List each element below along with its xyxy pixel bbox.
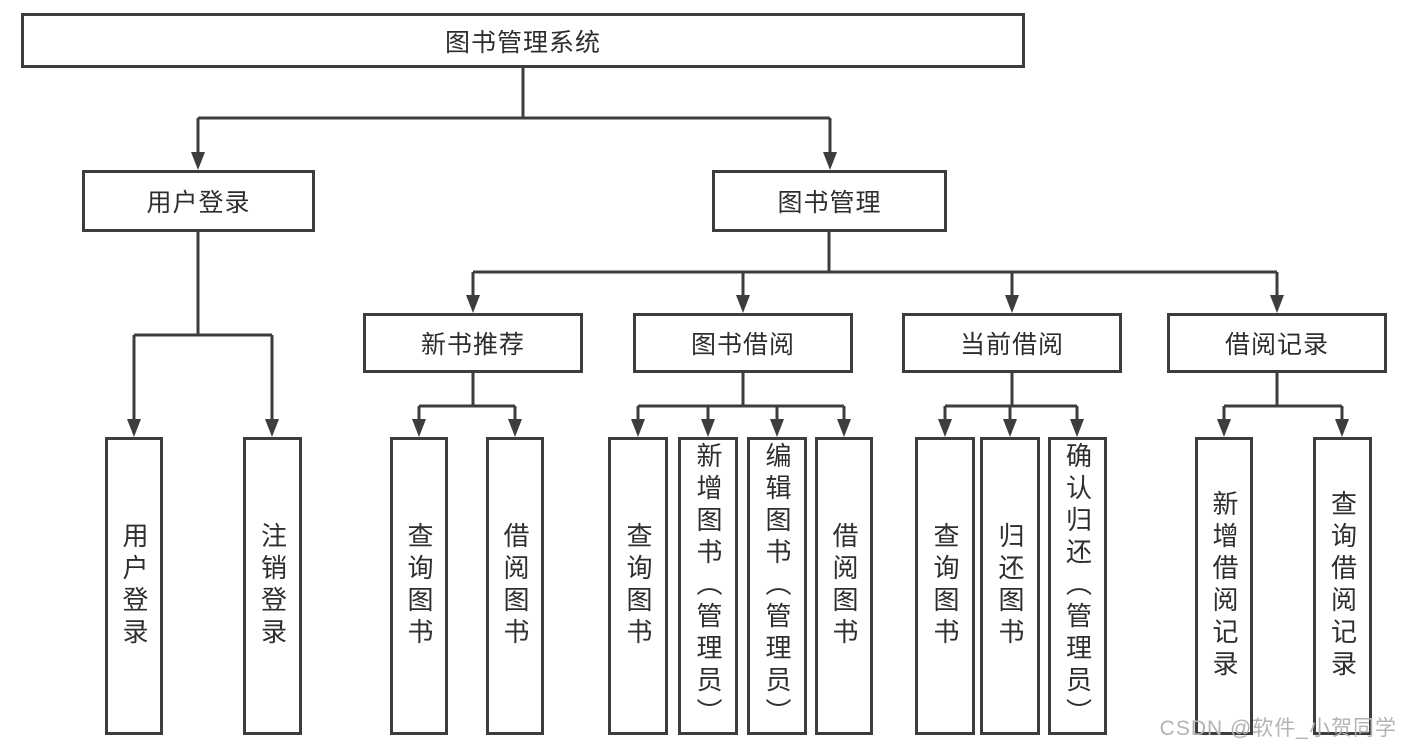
leaf-edit-book-admin-label: 编辑图书（管理员） <box>762 442 792 730</box>
node-root: 图书管理系统 <box>21 13 1025 68</box>
connector-root-to-level2 <box>196 68 832 153</box>
connector-newbook-to-leaves <box>417 373 517 420</box>
node-new-book-recommend: 新书推荐 <box>363 313 583 373</box>
leaf-borrow-books-1-label: 借阅图书 <box>500 522 530 650</box>
leaf-borrow-books-2: 借阅图书 <box>815 437 873 735</box>
leaf-add-book-admin: 新增图书（管理员） <box>678 437 738 735</box>
connector-records-to-leaves <box>1222 373 1344 420</box>
node-user-login-label: 用户登录 <box>146 189 251 217</box>
leaf-add-book-admin-label: 新增图书（管理员） <box>693 442 723 730</box>
leaf-logout-label: 注销登录 <box>257 522 288 650</box>
node-book-borrow: 图书借阅 <box>633 313 853 373</box>
leaf-query-borrow-record: 查询借阅记录 <box>1313 437 1372 735</box>
node-new-book-recommend-label: 新书推荐 <box>420 331 525 359</box>
node-current-borrow: 当前借阅 <box>902 313 1122 373</box>
leaf-confirm-return-admin: 确认归还（管理员） <box>1048 437 1107 735</box>
connector-bookborrow-to-leaves <box>636 373 846 420</box>
csdn-watermark: CSDN @软件_小贺同学 <box>1159 717 1397 740</box>
leaf-query-books-3: 查询图书 <box>915 437 975 735</box>
leaf-add-borrow-record-label: 新增借阅记录 <box>1209 490 1239 682</box>
node-user-login: 用户登录 <box>82 170 315 232</box>
node-book-management-label: 图书管理 <box>777 189 882 217</box>
leaf-query-books-1-label: 查询图书 <box>404 522 434 650</box>
leaf-query-books-3-label: 查询图书 <box>930 522 960 650</box>
leaf-user-login-label: 用户登录 <box>119 522 149 650</box>
leaf-borrow-books-1: 借阅图书 <box>486 437 544 735</box>
arrowheads <box>127 152 1349 437</box>
node-book-management: 图书管理 <box>712 170 947 232</box>
node-book-borrow-label: 图书借阅 <box>690 331 795 359</box>
node-borrow-records: 借阅记录 <box>1167 313 1387 373</box>
leaf-query-books-2-label: 查询图书 <box>623 522 653 650</box>
leaf-user-login: 用户登录 <box>105 437 163 735</box>
leaf-query-borrow-record-label: 查询借阅记录 <box>1327 490 1358 682</box>
connector-bookmgmt-to-level3 <box>471 232 1279 296</box>
leaf-return-books-label: 归还图书 <box>995 522 1025 650</box>
node-borrow-records-label: 借阅记录 <box>1224 331 1329 359</box>
connector-userlogin-to-leaves <box>132 232 274 420</box>
connector-currentborrow-to-leaves <box>943 373 1079 420</box>
leaf-return-books: 归还图书 <box>980 437 1040 735</box>
leaf-query-books-1: 查询图书 <box>390 437 448 735</box>
leaf-add-borrow-record: 新增借阅记录 <box>1195 437 1253 735</box>
leaf-edit-book-admin: 编辑图书（管理员） <box>747 437 807 735</box>
node-root-label: 图书管理系统 <box>444 28 601 57</box>
leaf-query-books-2: 查询图书 <box>608 437 668 735</box>
leaf-logout: 注销登录 <box>243 437 302 735</box>
leaf-borrow-books-2-label: 借阅图书 <box>829 522 859 650</box>
leaf-confirm-return-admin-label: 确认归还（管理员） <box>1062 442 1093 730</box>
node-current-borrow-label: 当前借阅 <box>959 331 1064 359</box>
